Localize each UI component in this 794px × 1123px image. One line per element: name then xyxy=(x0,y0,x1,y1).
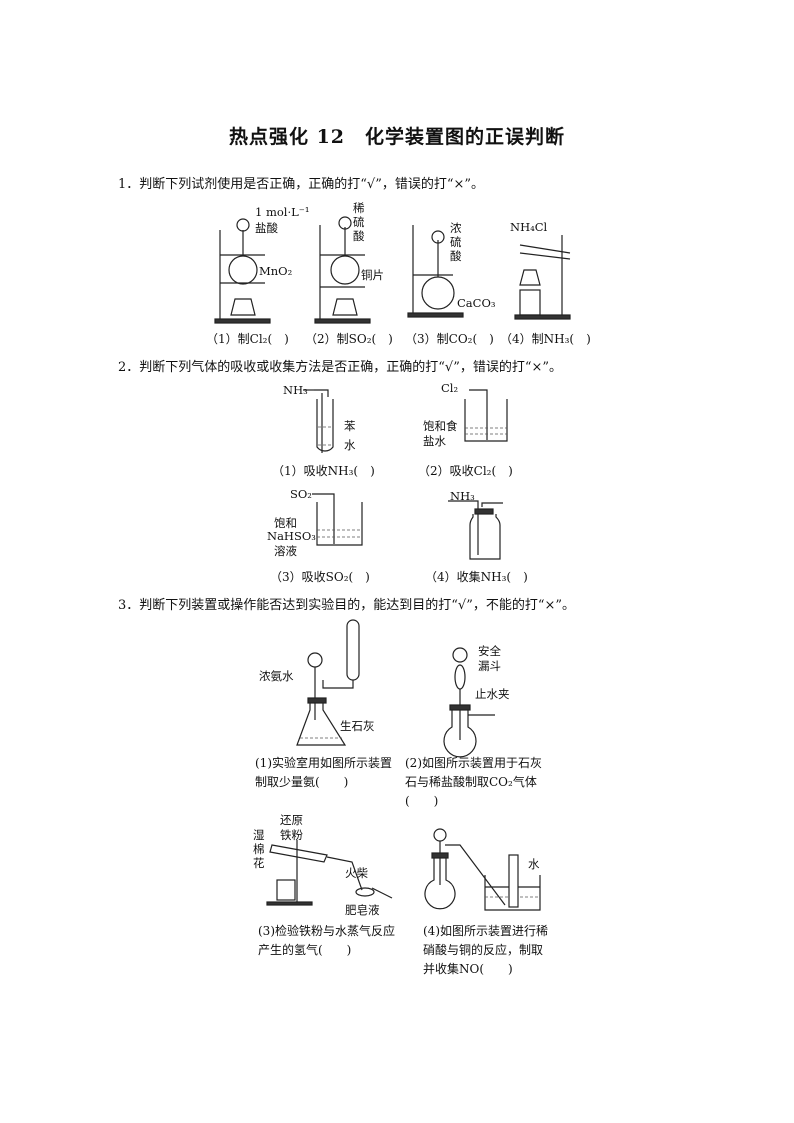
caption-q3-4: (4)如图所示装置进行稀硝酸与铜的反应，制取并收集NO( ) xyxy=(423,924,548,976)
caption-q2-3: （3）吸收SO₂( ) xyxy=(270,570,370,584)
label-nahso3: NaHSO₃ xyxy=(267,529,316,543)
figure-nh3-absorption xyxy=(303,389,334,453)
figure-nh3-apparatus xyxy=(514,235,571,320)
figure-nh3-collection xyxy=(448,500,503,560)
figure-no-collection xyxy=(424,828,541,911)
label-caco3: CaCO₃ xyxy=(457,296,496,310)
label-benzene: 苯 xyxy=(344,419,356,433)
label-soap: 肥皂液 xyxy=(345,903,380,917)
label-cotton: 棉 xyxy=(253,842,265,856)
caption-q1-4: （4）制NH₃( ) xyxy=(500,332,591,346)
label-acid: 酸 xyxy=(353,229,365,243)
label-safety: 安全 xyxy=(478,644,501,658)
label-wet: 湿 xyxy=(253,828,265,842)
label-nh3: NH₃ xyxy=(450,489,475,503)
label-brine-2: 盐水 xyxy=(423,434,446,448)
caption-q1-2: （2）制SO₂( ) xyxy=(305,332,393,346)
label-solution: 溶液 xyxy=(274,544,297,558)
label-water: 水 xyxy=(344,438,356,452)
label-nh3: NH₃ xyxy=(283,383,308,397)
label-funnel: 漏斗 xyxy=(478,659,501,673)
caption-q3-1: (1)实验室用如图所示装置制取少量氨( ) xyxy=(255,756,392,789)
figure-so2-apparatus xyxy=(314,216,371,324)
label-water: 水 xyxy=(528,857,540,871)
figure-co2-apparatus xyxy=(407,225,464,318)
label-hcl: 盐酸 xyxy=(255,221,278,235)
label-cl2: Cl₂ xyxy=(441,381,459,395)
label-copper: 铜片 xyxy=(361,268,384,282)
label-mno2: MnO₂ xyxy=(259,264,293,278)
figure-so2-absorption xyxy=(312,493,363,546)
page-title: 热点强化 12 化学装置图的正误判断 xyxy=(228,126,566,148)
label-iron-powder: 铁粉 xyxy=(280,828,303,842)
label-flower: 花 xyxy=(253,856,265,870)
question-2-text: 2．判断下列气体的吸收或收集方法是否正确，正确的打“√”，错误的打“×”。 xyxy=(118,360,563,375)
label-ammonia-water: 浓氨水 xyxy=(259,669,294,683)
caption-q2-2: （2）吸收Cl₂( ) xyxy=(418,464,513,478)
caption-q3-3: (3)检验铁粉与水蒸气反应产生的氢气( ) xyxy=(258,924,395,957)
caption-q3-2: (2)如图所示装置用于石灰石与稀盐酸制取CO₂气体( ) xyxy=(405,756,542,808)
figure-cl2-absorption xyxy=(464,389,508,442)
label-concentration: 1 mol·L⁻¹ xyxy=(255,205,310,219)
label-sulfuric: 硫 xyxy=(450,235,462,249)
label-reduced: 还原 xyxy=(280,813,303,827)
label-quicklime: 生石灰 xyxy=(340,719,375,733)
question-1-text: 1．判断下列试剂使用是否正确，正确的打“√”，错误的打“×”。 xyxy=(118,177,485,192)
label-saturated: 饱和 xyxy=(274,516,297,530)
figure-cl2-apparatus xyxy=(214,218,271,324)
label-so2: SO₂ xyxy=(290,487,312,501)
label-dilute: 稀 xyxy=(353,201,365,215)
label-acid: 酸 xyxy=(450,249,462,263)
caption-q2-4: （4）收集NH₃( ) xyxy=(425,570,528,584)
figure-co2-safety-funnel xyxy=(443,647,495,758)
label-clamp: 止水夹 xyxy=(475,687,510,701)
figure-iron-steam xyxy=(266,840,393,906)
question-3-text: 3．判断下列装置或操作能否达到实验目的，能达到目的打“√”，不能的打“×”。 xyxy=(118,598,576,613)
label-sulfuric: 硫 xyxy=(353,215,365,229)
label-conc: 浓 xyxy=(450,221,462,235)
label-nh4cl: NH₄Cl xyxy=(510,220,548,234)
label-brine-1: 饱和食 xyxy=(423,419,458,433)
caption-q1-1: （1）制Cl₂( ) xyxy=(206,332,289,346)
caption-q1-3: （3）制CO₂( ) xyxy=(405,332,494,346)
caption-q2-1: （1）吸收NH₃( ) xyxy=(272,464,375,478)
figure-ammonia-prep xyxy=(296,619,360,746)
label-match: 火柴 xyxy=(345,866,368,880)
